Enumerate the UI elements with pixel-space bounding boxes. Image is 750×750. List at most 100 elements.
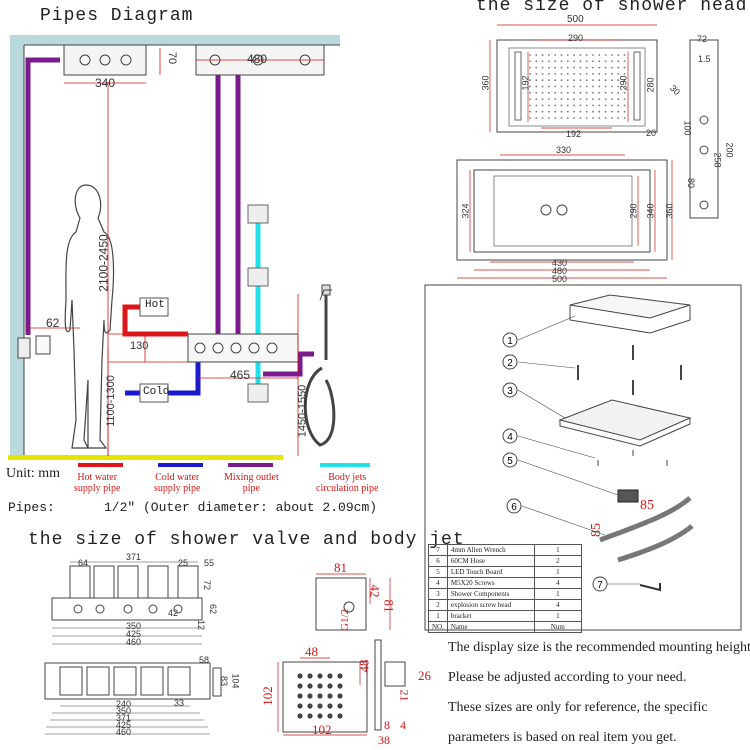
note-line-4: parameters is based on real item you get… [448, 730, 677, 745]
legend-label: Hot water supply pipe [74, 472, 121, 494]
jet-dim-h42: 42 [367, 584, 383, 598]
head-dim-top-w: 500 [567, 14, 584, 25]
part-callout [592, 576, 608, 592]
note-line-3: These sizes are only for reference, the … [448, 700, 708, 715]
legend-swatch [320, 463, 370, 467]
legend-swatch [228, 463, 273, 467]
person-silhouette [64, 184, 115, 449]
body-jet-side [315, 577, 367, 631]
head-dim-side-t: 1.5 [698, 54, 711, 64]
part-callout [502, 428, 518, 444]
mixing-pipe-wall [25, 57, 60, 335]
cold-tag: Cold [143, 386, 170, 398]
note-line-2: Please be adjusted according to your nee… [448, 670, 687, 685]
floor-line [8, 455, 283, 460]
part-callout-number: 4 [507, 432, 513, 443]
valve-dim-p83: 83 [219, 675, 230, 687]
part-callout [502, 354, 518, 370]
head-dim-bottom-r: 20 [646, 128, 657, 138]
body-jet-front [282, 661, 368, 733]
legend-swatch [158, 463, 203, 467]
part-red-a: 85 [640, 498, 654, 513]
head-dim-top-inner: 290 [568, 33, 584, 43]
jet-dim-h48: 48 [356, 659, 372, 673]
head-dim-b-w1: 430 [552, 258, 568, 268]
jet-dim-h81: 81 [381, 599, 397, 613]
pipes-diagram-title: Pipes Diagram [40, 6, 194, 26]
dim-head-w: 480 [247, 52, 268, 66]
valve-dim-top-w: 371 [126, 552, 142, 562]
part-callout-number: 6 [511, 502, 517, 513]
jet-dim-s4: 4 [400, 718, 406, 732]
jet-dim-h102: 102 [259, 686, 275, 706]
valve-dim-w460: 460 [126, 637, 142, 647]
valve-dim-h1: 72 [202, 579, 213, 591]
jet-dim-s38: 38 [378, 733, 390, 747]
jet-dim-d: G1/2 [339, 609, 351, 631]
head-dim-bottom-inner: 192 [566, 129, 582, 139]
valve-dim-h12: 12 [196, 619, 207, 631]
note-line-1: The display size is the recommended moun… [448, 640, 750, 655]
ceiling-unit-left [63, 44, 147, 76]
dim-wall-off: 62 [46, 316, 60, 330]
head-bottom-outline [456, 159, 668, 261]
valve-dim-p33: 33 [174, 698, 185, 708]
jet-dim-s8: 8 [384, 718, 390, 732]
part-callout-number: 2 [507, 358, 513, 369]
pipes-value: 1/2" (Outer diameter: about 2.09cm) [104, 500, 378, 515]
dim-valve-gap: 465 [230, 368, 251, 382]
head-side-outline [689, 39, 719, 219]
dim-head-off: 340 [95, 76, 116, 90]
unit-label: Unit: mm [6, 466, 61, 481]
table-cell: Num [533, 621, 582, 633]
valve-dim-b240: 240 [116, 699, 132, 709]
legend-label: Cold water supply pipe [154, 472, 201, 494]
head-dim-side-w: 72 [697, 34, 708, 44]
valve-front-view [44, 662, 211, 700]
valve-dim-b: 25 [178, 558, 189, 568]
parts-panel [424, 284, 742, 631]
valve-dim-w425: 425 [126, 629, 142, 639]
valve-dim-d42: 42 [168, 608, 179, 618]
valve-dim-b371: 371 [116, 713, 132, 723]
valve-dim-h62: 62 [208, 603, 219, 615]
valve-dim-b425: 425 [116, 720, 132, 730]
valve-dim-a: 64 [78, 558, 89, 568]
jet-dim-s21: 21 [397, 689, 412, 702]
valve-title: the size of shower valve and body jet [28, 530, 465, 550]
part-callout-number: 1 [507, 336, 513, 347]
nozzle-grid [529, 54, 626, 119]
part-callout [506, 498, 522, 514]
part-callout [502, 452, 518, 468]
legend-label: Mixing outlet pipe [224, 472, 279, 494]
valve-dim-w350: 350 [126, 621, 142, 631]
jet-dim-w81: 81 [334, 560, 347, 575]
pipes-label: Pipes: [8, 500, 55, 515]
valve-dim-b460: 460 [116, 727, 132, 737]
part-callout [502, 382, 518, 398]
jet-dim-w102: 102 [312, 722, 332, 737]
head-dim-b-w2: 480 [552, 266, 568, 276]
jet-dim-w48: 48 [305, 644, 318, 659]
valve-dim-c: 55 [204, 558, 215, 568]
valve-dim-p104: 104 [230, 673, 241, 689]
part-callout-number: 7 [597, 580, 603, 591]
valve-dim-p58: 58 [199, 655, 210, 665]
part-callout-number: 5 [507, 456, 513, 467]
ceiling [10, 35, 340, 45]
hot-tag: Hot [145, 299, 165, 311]
jet-dim-s26: 26 [418, 668, 431, 683]
dim-valve-h: 130 [130, 340, 149, 352]
part-callout-number: 3 [507, 386, 513, 397]
part-callout [502, 332, 518, 348]
head-dim-b-top: 330 [556, 145, 572, 155]
shower-head-title: the size of shower head [476, 0, 748, 16]
head-dim-b-w3: 500 [552, 274, 568, 284]
